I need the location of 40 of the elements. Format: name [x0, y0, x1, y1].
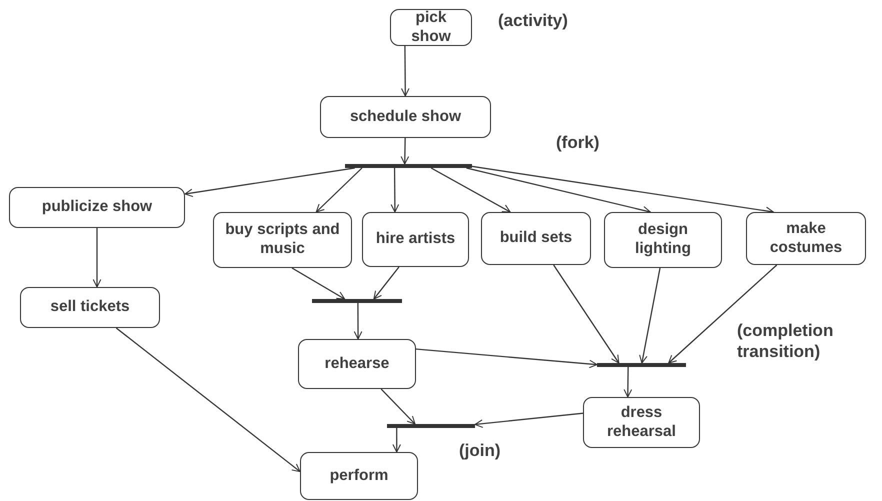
arrow [380, 388, 416, 424]
annotation-label: (fork) [556, 132, 600, 154]
activity-box: make costumes [746, 212, 866, 265]
arrow [624, 367, 632, 398]
activity-box: publicize show [9, 187, 185, 228]
annotation-label: (activity) [498, 10, 569, 32]
arrow [400, 138, 410, 164]
annotation-label: (join) [459, 440, 502, 462]
arrow [430, 167, 511, 213]
arrow [668, 264, 778, 364]
activity-box: schedule show [320, 96, 491, 138]
arrow [416, 348, 598, 368]
arrow [184, 167, 355, 198]
arrow [553, 264, 620, 364]
activity-box: dress rehearsal [583, 397, 700, 448]
activity-box: sell tickets [20, 287, 160, 328]
activity-box: hire artists [362, 212, 469, 267]
arrow [116, 328, 300, 472]
arrow [292, 267, 346, 300]
arrow [392, 428, 401, 452]
synchronization-bar [345, 164, 472, 168]
arrow [639, 268, 661, 364]
activity-box: build sets [481, 212, 591, 265]
activity-box: rehearse [298, 339, 416, 389]
activity-box: pick show [390, 9, 472, 46]
synchronization-bar [387, 424, 475, 428]
synchronization-bar [597, 363, 686, 367]
activity-box: design lighting [604, 212, 722, 268]
annotation-label: (completion transition) [737, 320, 834, 362]
arrow [390, 168, 400, 212]
synchronization-bar [312, 299, 402, 303]
activity-box: perform [300, 452, 418, 500]
arrow [474, 412, 584, 428]
activity-box: buy scripts and music [213, 212, 352, 268]
arrow [401, 46, 410, 96]
arrow [354, 303, 362, 340]
arrow [373, 266, 400, 300]
arrow [316, 168, 362, 212]
arrow [466, 167, 651, 214]
arrow [92, 228, 102, 288]
